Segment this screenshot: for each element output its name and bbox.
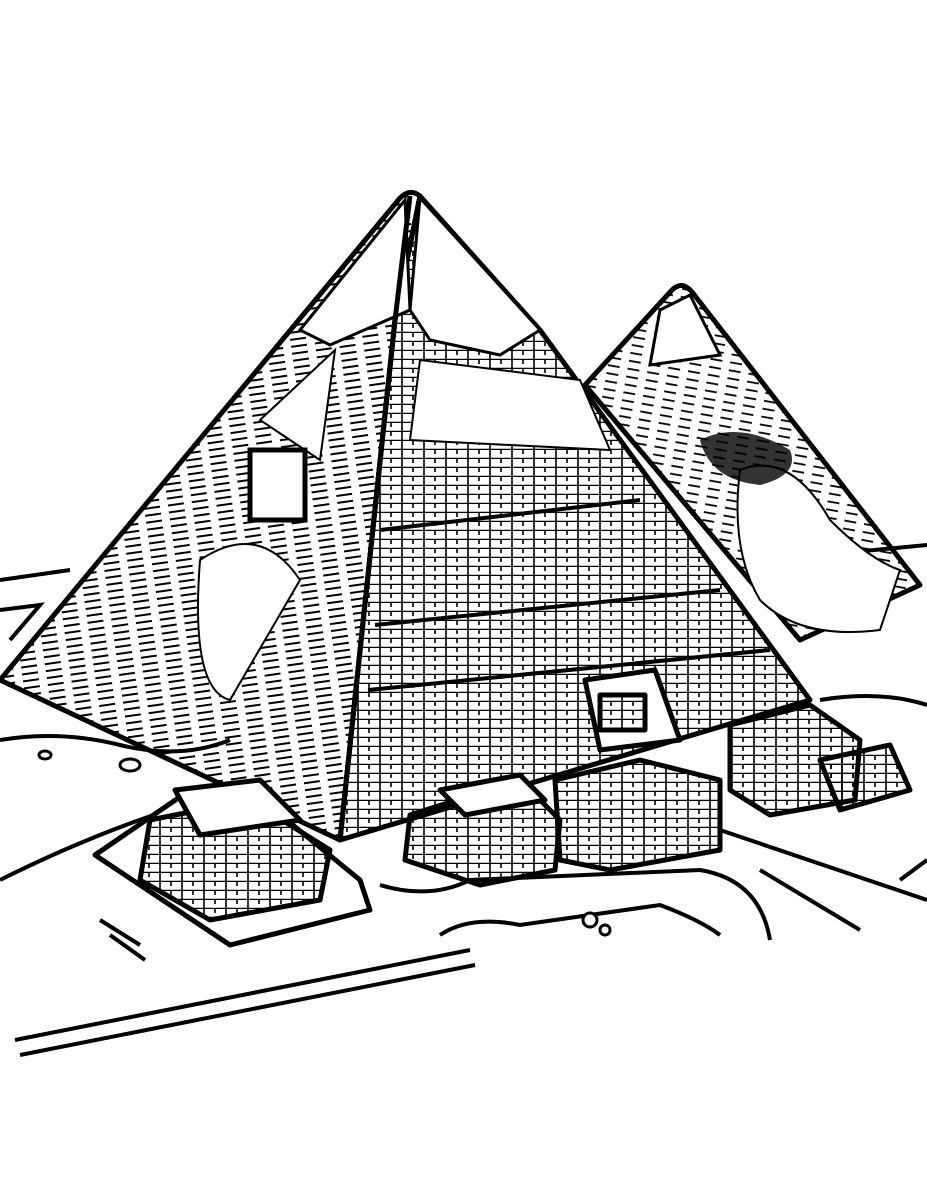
scattered-stones: [37, 749, 612, 937]
road-lines: [14, 828, 927, 1057]
temple-buildings: [92, 667, 913, 948]
back-pyramid: [582, 283, 923, 643]
main-pyramid: [0, 190, 813, 843]
pyramid-doorway: [247, 447, 308, 523]
